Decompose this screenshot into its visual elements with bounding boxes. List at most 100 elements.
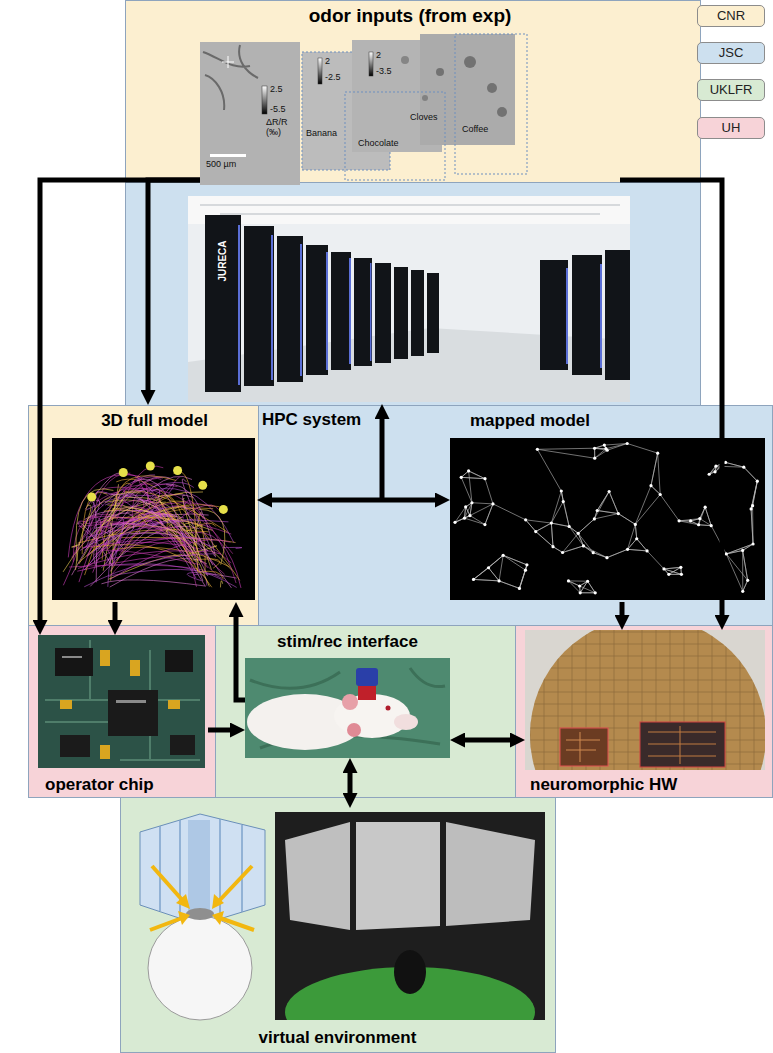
network-graph — [597, 491, 609, 510]
legend-text: UKLFR — [697, 79, 765, 101]
imaging-frames — [464, 56, 476, 68]
network-graph — [536, 523, 552, 531]
network-graph — [493, 504, 526, 520]
network-graph — [660, 494, 679, 520]
network-graph — [499, 581, 519, 588]
flow-arrow — [272, 498, 435, 503]
network-graph — [651, 453, 658, 486]
wafer-grid — [528, 656, 765, 657]
network-graph — [679, 521, 699, 525]
image-label: Cloves — [410, 112, 438, 122]
label-holder: JURECA — [196, 254, 250, 268]
rat-photo — [347, 723, 361, 737]
network-graph — [485, 504, 493, 525]
supercomputer-photo — [370, 263, 372, 361]
imaging-frames — [200, 34, 527, 185]
network-graph — [551, 523, 553, 547]
image-label: -5.5 — [270, 104, 286, 114]
supercomputer-photo — [238, 225, 602, 385]
flow-arrow — [465, 738, 510, 743]
environment-panel: virtual environment — [130, 808, 545, 1048]
neuron-fibers — [125, 491, 229, 533]
supercomputer-photo — [375, 263, 391, 363]
network-graph — [474, 568, 489, 580]
network-graph — [618, 514, 635, 525]
network-graph — [713, 470, 716, 473]
network-graph — [698, 517, 701, 520]
network-graph — [697, 523, 700, 526]
connectors — [40, 180, 722, 793]
network-graph — [606, 449, 609, 452]
supercomputer-photo — [200, 205, 620, 214]
network-graph — [503, 555, 527, 565]
network-graph — [634, 523, 637, 526]
image-label: 500 µm — [206, 159, 236, 169]
network-graph — [637, 539, 647, 551]
neuron-fibers — [219, 505, 228, 514]
supercomputer-photo — [271, 235, 273, 380]
network-graph — [561, 491, 569, 526]
circuit-board-photo — [60, 700, 72, 709]
system-name: JURECA — [216, 234, 230, 288]
network-graph — [705, 507, 711, 526]
image-label: Chocolate — [358, 138, 399, 148]
network-graph — [518, 587, 521, 590]
neuron-fibers — [80, 533, 201, 550]
wafer-grid — [528, 668, 765, 669]
circuit-board-photo — [130, 660, 140, 676]
network-graph — [699, 524, 712, 526]
virtual-setup-photo — [285, 822, 350, 930]
neuron-fibers — [87, 493, 96, 502]
supercomputer-photo — [605, 250, 630, 380]
network-graph — [593, 517, 596, 520]
supercomputer-photo — [188, 196, 630, 402]
network-graph — [607, 549, 628, 557]
virtual-setup-drawing — [140, 814, 265, 925]
network-graph — [474, 568, 489, 580]
network-graph — [551, 523, 569, 526]
network-graph — [489, 555, 504, 567]
rat-photo — [358, 684, 376, 700]
supercomputer-photo — [300, 244, 302, 376]
network-graph — [464, 503, 471, 518]
image-label: 2 — [325, 56, 330, 66]
network-graph — [725, 552, 728, 555]
network-graph — [536, 523, 552, 531]
partner-region — [126, 183, 701, 406]
network-graph — [460, 476, 463, 479]
flow-arrow — [148, 180, 200, 390]
neuron-fibers — [86, 522, 216, 575]
label-holder: Chocolate — [358, 138, 399, 148]
image-label: 2 — [376, 50, 381, 60]
network-graph — [726, 554, 747, 580]
circuit-board-photo — [170, 735, 195, 755]
wafer-photo — [560, 728, 608, 766]
network-graph — [502, 554, 505, 557]
network-graph — [604, 443, 627, 445]
image-label: Banana — [306, 128, 337, 138]
network-graph — [751, 542, 754, 545]
network-graph — [560, 489, 563, 492]
label-holder: -5.5 — [270, 104, 286, 114]
network-graph — [487, 566, 490, 569]
network-graph — [561, 491, 563, 502]
network-graph — [741, 590, 744, 593]
neuron-fibers — [82, 538, 199, 548]
network-graph — [469, 471, 472, 503]
supercomputer-photo — [188, 196, 630, 224]
network-graph — [743, 550, 748, 580]
supercomputer-photo — [238, 225, 240, 385]
hardware-panel: neuromorphic HW — [525, 630, 765, 795]
label-holder: -2.5 — [325, 72, 341, 82]
network-graph — [489, 568, 500, 581]
network-graph — [568, 580, 587, 581]
network-graph — [580, 592, 595, 593]
partner-region — [29, 1, 773, 1053]
neuron-fibers — [102, 487, 197, 587]
network-graph — [751, 481, 757, 509]
network-graph — [489, 555, 504, 567]
neuron-fibers — [119, 468, 128, 477]
